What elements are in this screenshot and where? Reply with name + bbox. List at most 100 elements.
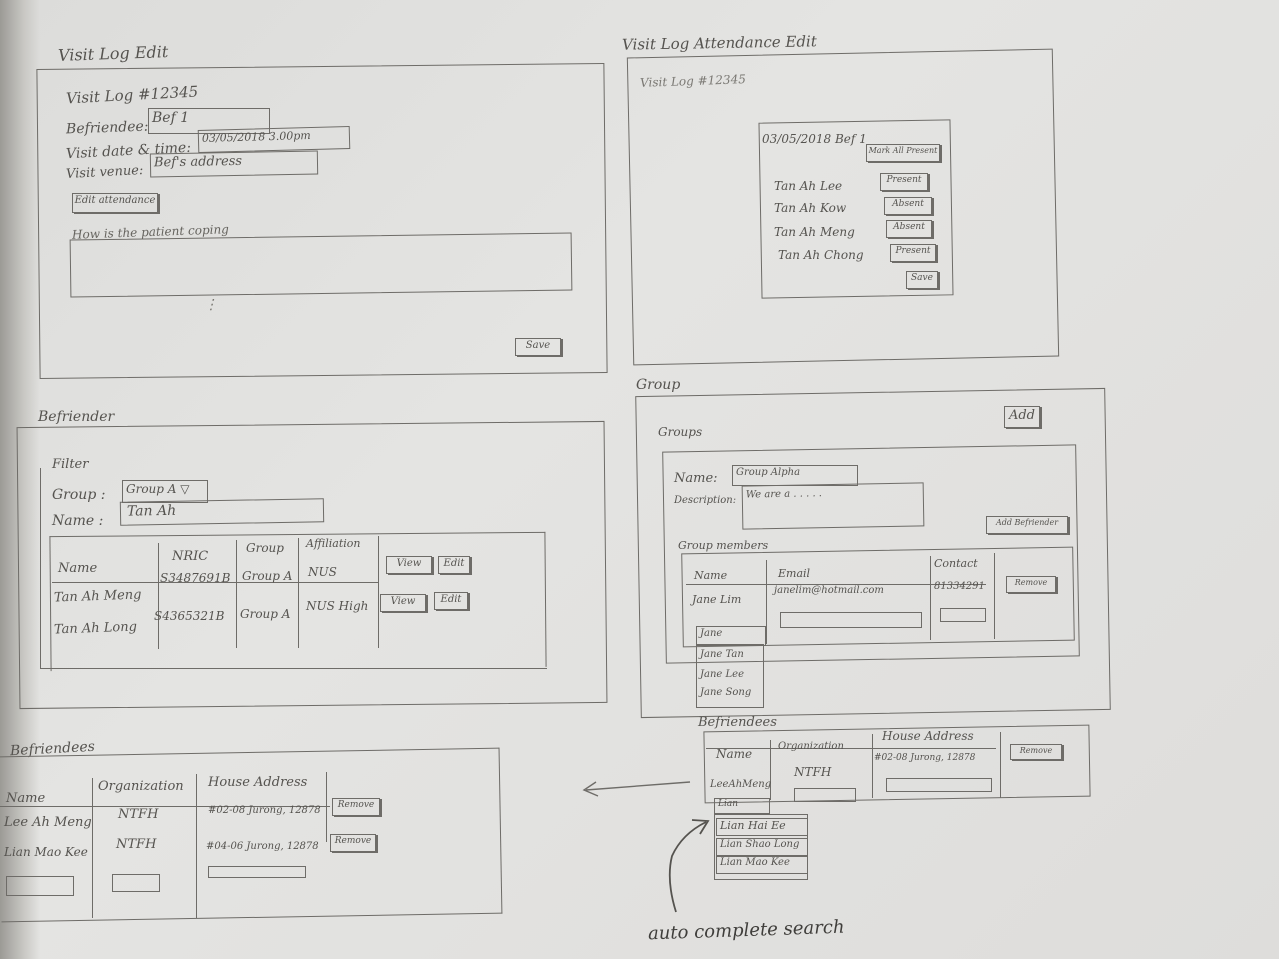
group-members-col-email: Email [778, 567, 811, 580]
befriendees-row-1-org: NTFH [118, 807, 159, 822]
befriender-col-divider-4 [378, 536, 379, 648]
befriendees-header-rule [0, 806, 330, 807]
group-befriendees-col-divider-2 [872, 734, 873, 798]
befriendees-new-address-input[interactable] [208, 866, 306, 878]
group-description-label: Description: [674, 495, 737, 506]
attendance-name-3: Tan Ah Meng [774, 225, 855, 239]
filter-label: Filter [52, 457, 89, 472]
befriender-col-name: Name [58, 561, 98, 576]
attendance-name-1: Tan Ah Lee [774, 179, 843, 193]
befriender-col-divider-2 [236, 540, 237, 648]
chevron-down-icon: ▽ [180, 482, 190, 496]
befriendees-col-address: House Address [208, 775, 308, 790]
member-autocomplete-dropdown [696, 644, 764, 708]
befriendees-row-1-remove-button[interactable]: Remove [332, 798, 380, 816]
member-suggestion-2[interactable]: Jane Lee [700, 669, 744, 680]
befriendees-col-divider-1 [92, 778, 93, 918]
befriendees-col-organization: Organization [98, 779, 184, 794]
new-member-email-input[interactable] [780, 612, 922, 628]
attendance-status-4[interactable]: Present [890, 244, 936, 262]
group-name-label: Name: [674, 471, 718, 486]
group-title: Group [636, 377, 681, 393]
new-member-contact-input[interactable] [940, 608, 986, 622]
attendance-status-1[interactable]: Present [880, 173, 928, 191]
arrow-to-befriendees [585, 781, 691, 791]
befriendees-col-divider-3 [326, 772, 327, 842]
group-befriendees-col-divider-1 [770, 740, 771, 800]
group-filter-value: Group A [126, 482, 177, 496]
befriendees-col-divider-2 [196, 774, 197, 918]
befriender-row-1-group: Group A [242, 569, 293, 583]
attendance-status-3[interactable]: Absent [886, 220, 932, 238]
befriendee-name-input[interactable]: Lian [714, 798, 770, 814]
group-befriendee-address: #02-08 Jurong, 12878 [874, 753, 976, 763]
group-members-header-rule [686, 584, 986, 585]
attendance-name-4: Tan Ah Chong [778, 248, 864, 262]
group-befriendee-name: LeeAhMeng [710, 779, 772, 790]
group-filter-label: Group : [52, 487, 106, 503]
mark-all-present-button[interactable]: Mark All Present [866, 144, 940, 162]
befriender-col-divider-1 [158, 543, 159, 649]
befriender-row-2-group: Group A [240, 607, 291, 621]
befriendee-field[interactable]: Bef 1 [148, 108, 270, 134]
attendance-name-2: Tan Ah Kow [774, 201, 847, 215]
group-members-col-name: Name [694, 569, 728, 582]
befriendees-row-2-remove-button[interactable]: Remove [330, 834, 376, 852]
befriender-row-2-view-button[interactable]: View [380, 594, 426, 612]
befriender-row-2-affiliation: NUS High [306, 599, 369, 613]
visit-log-save-button[interactable]: Save [515, 338, 561, 356]
group-befriendees-col-name: Name [716, 747, 753, 761]
befriendee-suggestion-2[interactable]: Lian Shao Long [716, 838, 808, 856]
befriendees-new-name-input[interactable] [6, 876, 74, 896]
more-fields-ellipsis: ⋮ [204, 297, 218, 313]
befriendees-row-2-org: NTFH [116, 837, 157, 852]
group-member-remove-button[interactable]: Remove [1006, 576, 1056, 593]
group-befriendee-remove-button[interactable]: Remove [1010, 744, 1062, 760]
befriender-table-header-rule [52, 582, 378, 583]
group-befriendee-org-input[interactable] [794, 788, 856, 802]
attendance-save-button[interactable]: Save [906, 271, 938, 289]
new-member-name-input[interactable]: Jane [696, 626, 766, 646]
befriender-col-affiliation: Affiliation [306, 537, 361, 550]
befriender-row-1-view-button[interactable]: View [386, 556, 432, 574]
group-members-col-contact: Contact [934, 557, 978, 570]
befriender-row-2-nric: S4365321B [154, 609, 225, 623]
name-filter-label: Name : [52, 513, 104, 529]
arrow-to-autocomplete [668, 821, 707, 913]
befriendee-suggestion-3[interactable]: Lian Mao Kee [716, 856, 808, 874]
group-befriendees-title: Befriendees [698, 715, 777, 730]
group-name-input[interactable]: Group Alpha [732, 465, 858, 486]
befriender-list-frame [40, 468, 547, 669]
group-member-name: Jane Lim [692, 593, 742, 606]
befriender-row-1-edit-button[interactable]: Edit [438, 556, 470, 574]
befriender-title: Befriender [38, 409, 115, 425]
group-befriendees-header-rule [706, 748, 996, 749]
member-suggestion-1[interactable]: Jane Tan [700, 649, 744, 660]
add-befriender-button[interactable]: Add Befriender [986, 516, 1068, 534]
befriender-row-2-edit-button[interactable]: Edit [434, 592, 468, 610]
table-edge [0, 0, 40, 959]
edit-attendance-button[interactable]: Edit attendance [72, 193, 158, 213]
befriendee-suggestion-1[interactable]: Lian Hai Ee [716, 818, 808, 836]
member-suggestion-3[interactable]: Jane Song [700, 687, 752, 698]
group-add-button[interactable]: Add [1004, 406, 1040, 428]
befriendees-row-2-name: Lian Mao Kee [4, 845, 88, 859]
group-befriendee-org: NTFH [794, 765, 832, 779]
group-filter-select[interactable]: Group A ▽ [122, 480, 208, 503]
befriender-col-group: Group [246, 541, 284, 555]
befriender-row-1-affiliation: NUS [308, 565, 337, 579]
group-members-col-divider-3 [994, 553, 995, 639]
attendance-header: 03/05/2018 Bef 1 [762, 132, 867, 146]
befriendees-row-2-address: #04-06 Jurong, 12878 [206, 841, 319, 852]
befriendees-row-1-name: Lee Ah Meng [4, 815, 92, 830]
group-member-contact: 81334291 [934, 581, 985, 592]
group-befriendee-address-input[interactable] [886, 778, 992, 792]
befriender-col-divider-3 [298, 538, 299, 648]
befriendees-new-org-input[interactable] [112, 874, 160, 892]
befriender-row-1-nric: S3487691B [160, 571, 231, 585]
groups-label: Groups [658, 425, 703, 439]
arrowhead-left [582, 781, 599, 797]
attendance-status-2[interactable]: Absent [884, 197, 932, 215]
group-befriendees-col-address: House Address [882, 729, 974, 743]
